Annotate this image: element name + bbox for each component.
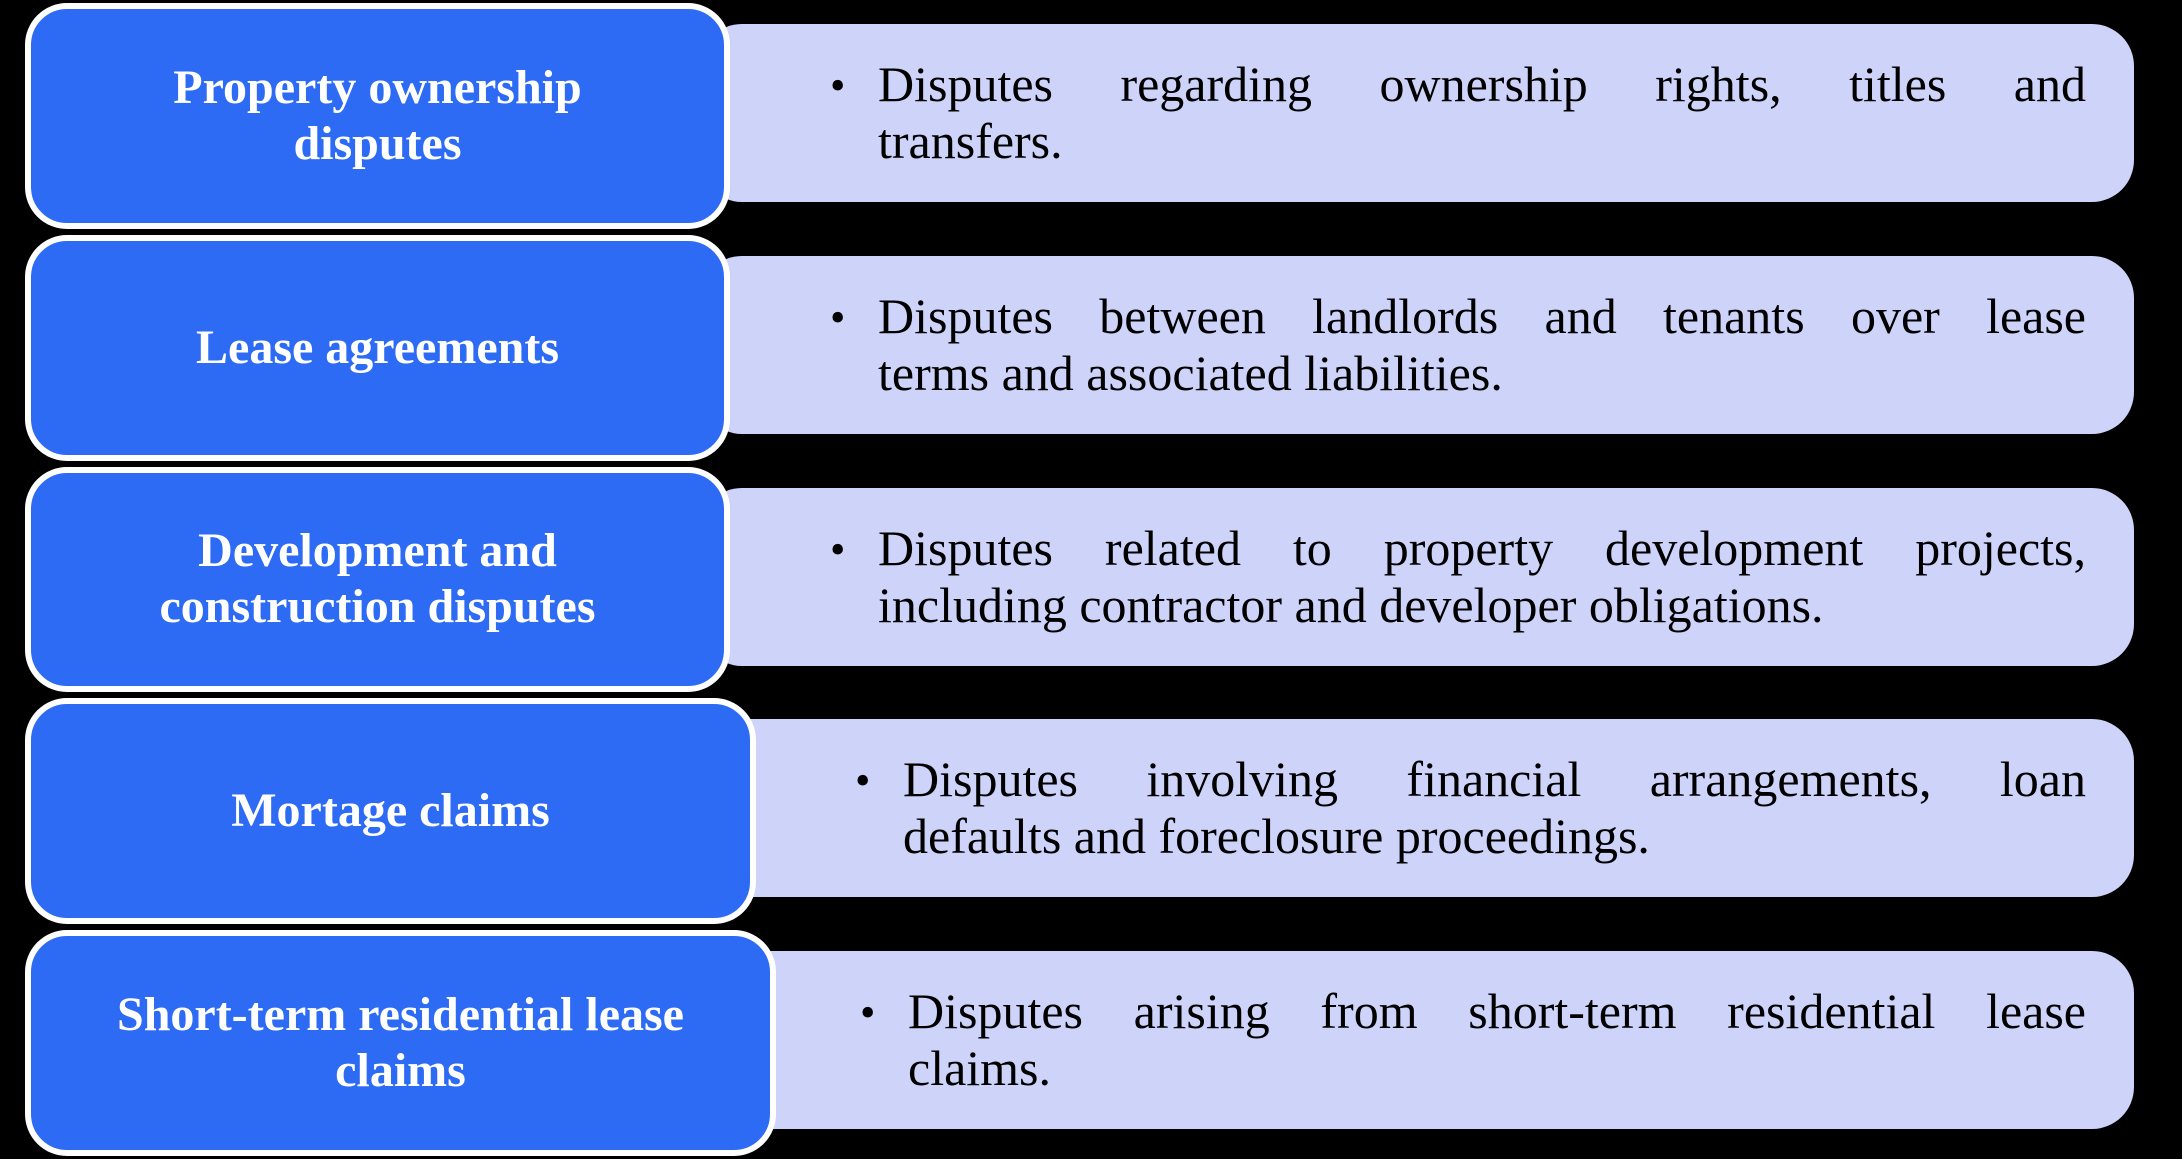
bullet-icon: •: [830, 524, 846, 574]
description-text: Disputes related to property development…: [878, 520, 2086, 634]
description-line-2: defaults and foreclosure proceedings.: [903, 808, 1650, 865]
description-text: Disputes regarding ownership rights, tit…: [878, 56, 2086, 170]
description-box: • Disputes arising from short-term resid…: [700, 951, 2134, 1130]
title-label: Development and construction disputes: [159, 524, 596, 634]
bullet-icon: •: [860, 988, 876, 1038]
title-box: Property ownership disputes: [25, 3, 730, 229]
row-property-ownership-disputes: • Disputes regarding ownership rights, t…: [0, 0, 2182, 232]
bullet-icon: •: [830, 292, 846, 342]
description-box: • Disputes regarding ownership rights, t…: [700, 24, 2134, 202]
title-box: Lease agreements: [25, 234, 730, 461]
description-line-2: terms and associated liabilities.: [878, 344, 1503, 401]
title-label: Property ownership disputes: [173, 60, 582, 170]
title-box: Short-term residential lease claims: [25, 930, 776, 1156]
description-line-2: claims.: [908, 1040, 1052, 1097]
bullet-icon: •: [855, 756, 871, 806]
description-line-2: including contractor and developer oblig…: [878, 576, 1824, 633]
row-lease-agreements: • Disputes between landlords and tenants…: [0, 232, 2182, 464]
bullet-item: • Disputes regarding ownership rights, t…: [830, 56, 2086, 170]
title-box: Development and construction disputes: [25, 466, 730, 693]
description-line-1: Disputes regarding ownership rights, tit…: [878, 56, 2086, 112]
bullet-item: • Disputes related to property developme…: [830, 520, 2086, 634]
bullet-item: • Disputes involving financial arrangeme…: [855, 751, 2086, 865]
description-line-1: Disputes arising from short-term residen…: [908, 983, 2086, 1040]
title-box: Mortage claims: [25, 698, 756, 925]
row-development-construction-disputes: • Disputes related to property developme…: [0, 464, 2182, 696]
row-mortage-claims: • Disputes involving financial arrangeme…: [0, 695, 2182, 927]
description-line-2: transfers.: [878, 113, 1063, 169]
description-box: • Disputes related to property developme…: [700, 487, 2134, 666]
bullet-item: • Disputes arising from short-term resid…: [860, 983, 2086, 1097]
description-text: Disputes involving financial arrangement…: [903, 751, 2086, 865]
description-line-1: Disputes related to property development…: [878, 519, 2086, 576]
description-box: • Disputes involving financial arrangeme…: [700, 719, 2134, 898]
description-line-1: Disputes involving financial arrangement…: [903, 751, 2086, 808]
bullet-icon: •: [830, 61, 846, 110]
bullet-item: • Disputes between landlords and tenants…: [830, 288, 2086, 402]
description-box: • Disputes between landlords and tenants…: [700, 255, 2134, 434]
description-line-1: Disputes between landlords and tenants o…: [878, 287, 2086, 344]
description-text: Disputes between landlords and tenants o…: [878, 288, 2086, 402]
title-label: Short-term residential lease claims: [117, 988, 684, 1098]
row-short-term-residential-lease-claims: • Disputes arising from short-term resid…: [0, 927, 2182, 1159]
title-label: Lease agreements: [196, 320, 559, 374]
title-label: Mortage claims: [231, 784, 550, 838]
description-text: Disputes arising from short-term residen…: [908, 983, 2086, 1097]
